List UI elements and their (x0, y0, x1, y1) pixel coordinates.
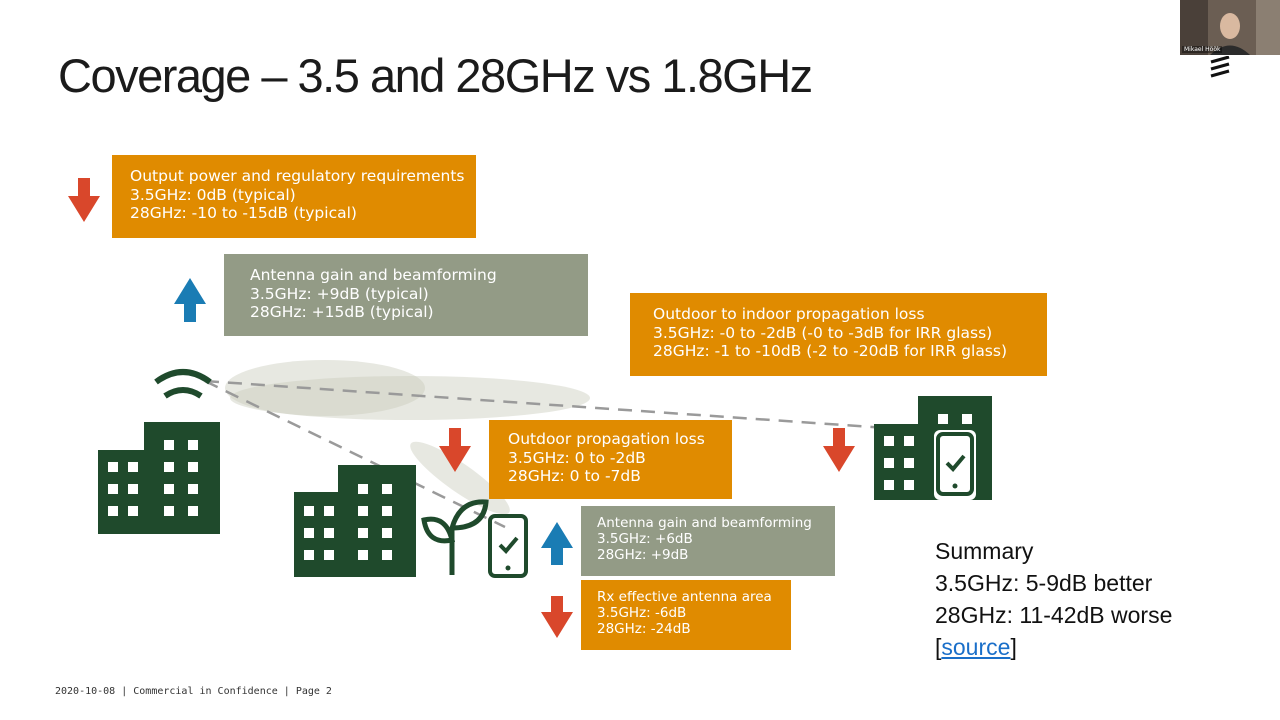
box-heading: Outdoor propagation loss (508, 430, 705, 448)
summary-line: 3.5GHz: 5-9dB better (935, 570, 1153, 596)
signal-path-outdoor (204, 379, 506, 529)
summary-heading: Summary (935, 538, 1034, 564)
outdoor-phone-icon (488, 514, 528, 578)
participant-name: Mikael Höök (1182, 46, 1223, 53)
participant-avatar-icon (1180, 0, 1280, 55)
signal-path-indoor (204, 379, 946, 434)
box-line: 3.5GHz: -0 to -2dB (-0 to -3dB for IRR g… (653, 323, 993, 342)
bracket-open: [ (935, 634, 942, 660)
box-heading: Antenna gain and beamforming (597, 515, 812, 531)
box-line: 3.5GHz: +6dB (597, 531, 693, 548)
slide-footer: 2020-10-08 | Commercial in Confidence | … (55, 686, 332, 697)
box-heading: Outdoor to indoor propagation loss (653, 305, 925, 323)
box-line: 28GHz: -1 to -10dB (-2 to -20dB for IRR … (653, 342, 1008, 361)
up-arrow-antenna-gain-ue (541, 522, 573, 565)
base-station-building-icon (98, 422, 220, 534)
beam-ellipse-short (225, 360, 425, 416)
box-line: 3.5GHz: 0dB (typical) (130, 185, 296, 204)
bracket-close: ] (1010, 634, 1017, 660)
outdoor-propagation-box: Outdoor propagation loss 3.5GHz: 0 to -2… (489, 420, 732, 499)
box-line: 28GHz: -24dB (597, 621, 691, 638)
ericsson-logo-icon (1210, 56, 1230, 78)
antenna-signal-icon (154, 369, 212, 399)
output-power-box: Output power and regulatory requirements… (112, 155, 476, 238)
box-heading: Output power and regulatory requirements (130, 167, 465, 185)
beam-ellipse-down (410, 441, 510, 515)
down-arrow-output-power (68, 178, 100, 222)
antenna-gain-bs-box: Antenna gain and beamforming 3.5GHz: +9d… (224, 254, 588, 336)
indoor-building-icon (874, 396, 992, 500)
outdoor-building-icon (294, 465, 416, 577)
participant-video-thumbnail[interactable]: Mikael Höök (1180, 0, 1280, 55)
box-line: 28GHz: +15dB (typical) (250, 303, 434, 322)
box-line: 3.5GHz: 0 to -2dB (508, 448, 646, 467)
box-heading: Rx effective antenna area (597, 589, 772, 605)
summary-line: 28GHz: 11-42dB worse (935, 602, 1173, 628)
box-line: 28GHz: +9dB (597, 547, 689, 564)
slide-title: Coverage – 3.5 and 28GHz vs 1.8GHz (58, 49, 813, 102)
down-arrow-outdoor-indoor (823, 428, 855, 472)
box-line: 3.5GHz: +9dB (typical) (250, 284, 429, 303)
box-line: 28GHz: -10 to -15dB (typical) (130, 204, 357, 223)
summary-block: Summary 3.5GHz: 5-9dB better 28GHz: 11-4… (935, 535, 1172, 663)
down-arrow-rx-area (541, 596, 573, 638)
rx-antenna-area-box: Rx effective antenna area 3.5GHz: -6dB 2… (581, 580, 791, 650)
up-arrow-antenna-gain-bs (174, 278, 206, 322)
box-line: 28GHz: 0 to -7dB (508, 467, 641, 486)
box-line: 3.5GHz: -6dB (597, 605, 687, 622)
beam-ellipse-long (230, 376, 590, 420)
box-heading: Antenna gain and beamforming (250, 266, 497, 284)
antenna-gain-ue-box: Antenna gain and beamforming 3.5GHz: +6d… (581, 506, 835, 576)
down-arrow-outdoor-prop (439, 428, 471, 472)
plant-icon (421, 499, 489, 575)
summary-source: [source] (935, 631, 1172, 663)
source-link[interactable]: source (941, 634, 1011, 660)
outdoor-indoor-loss-box: Outdoor to indoor propagation loss 3.5GH… (630, 293, 1047, 376)
